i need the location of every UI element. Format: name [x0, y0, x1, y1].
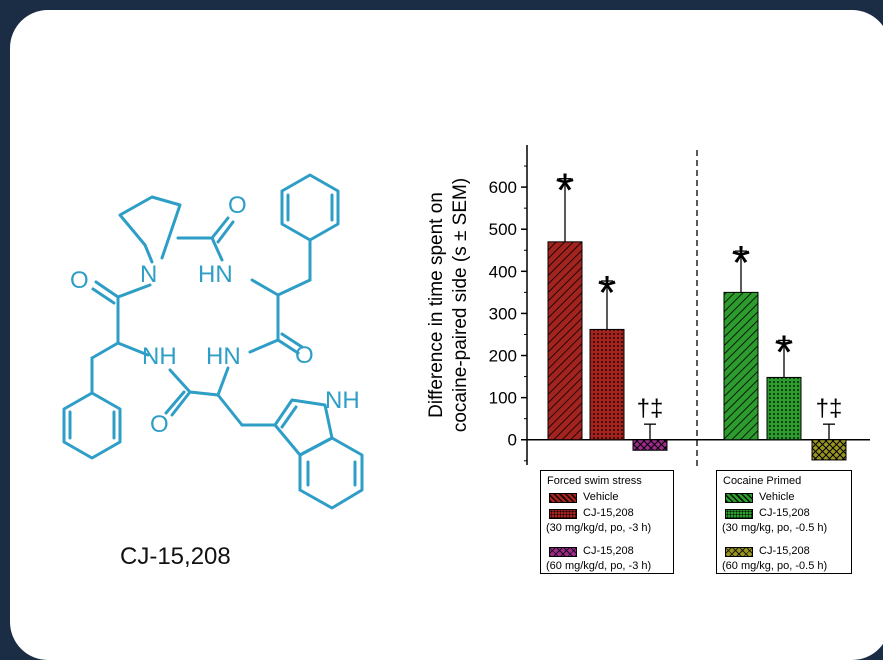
- significance-dagger: †‡: [816, 395, 843, 422]
- legend-sublabel: (30 mg/kg, po, -0.5 h): [722, 522, 828, 534]
- bar-chart: 0 100 200 300 400 500 600 Difference in time sp…: [426, 145, 870, 467]
- atom-n-ring: N: [140, 261, 157, 288]
- legend-label: CJ-15,208: [583, 507, 634, 519]
- legend-swatch: [725, 493, 753, 503]
- bar-pattern: [590, 329, 624, 440]
- atom-nh-mid: NH: [142, 343, 177, 370]
- compound-name: CJ-15,208: [120, 543, 231, 570]
- legend-label: CJ-15,208: [583, 545, 634, 557]
- atom-o-right: O: [295, 342, 314, 369]
- y-tick-label: 100: [489, 389, 517, 408]
- legend-label: Vehicle: [759, 491, 795, 503]
- legend-swatch: [549, 493, 577, 503]
- y-tick-label: 300: [489, 304, 517, 323]
- atom-hn-top: HN: [198, 261, 233, 288]
- legend-swatch: [725, 509, 753, 519]
- legend-sublabel: (60 mg/kg/d, po, -3 h): [546, 560, 652, 572]
- legend-label: Vehicle: [583, 491, 619, 503]
- atom-o-left: O: [70, 267, 89, 294]
- bar-pattern: [633, 439, 667, 451]
- y-tick-label: 500: [489, 220, 517, 239]
- y-tick-label: 0: [508, 431, 517, 450]
- y-tick-label: 200: [489, 347, 517, 366]
- y-tick-label: 400: [489, 262, 517, 281]
- bar-pattern: [548, 241, 582, 440]
- significance-star: *: [775, 326, 794, 379]
- legend-sublabel: (30 mg/kg/d, po, -3 h): [546, 522, 652, 534]
- legend-title: Forced swim stress: [547, 475, 642, 487]
- significance-star: *: [732, 237, 751, 290]
- significance-star: *: [598, 267, 617, 320]
- legend-sublabel: (60 mg/kg, po, -0.5 h): [722, 560, 828, 572]
- atom-hn-mid: HN: [206, 343, 241, 370]
- legend-label: CJ-15,208: [759, 507, 810, 519]
- legend-swatch: [549, 547, 577, 557]
- legend-title: Cocaine Primed: [723, 475, 802, 487]
- significance-star: *: [556, 165, 575, 218]
- legend-swatch: [725, 547, 753, 557]
- bar-pattern: [812, 439, 846, 460]
- legend-label: CJ-15,208: [759, 545, 810, 557]
- atom-o-bottom: O: [150, 411, 169, 438]
- y-tick-label: 600: [489, 178, 517, 197]
- molecule-structure: O N HN O NH HN O O NH: [62, 173, 364, 510]
- legend-swatch: [549, 509, 577, 519]
- bar-pattern: [767, 377, 801, 440]
- atom-o-top: O: [228, 192, 247, 219]
- significance-dagger: †‡: [637, 395, 664, 422]
- bar-pattern: [724, 292, 758, 440]
- atom-nh-indole: NH: [325, 387, 360, 414]
